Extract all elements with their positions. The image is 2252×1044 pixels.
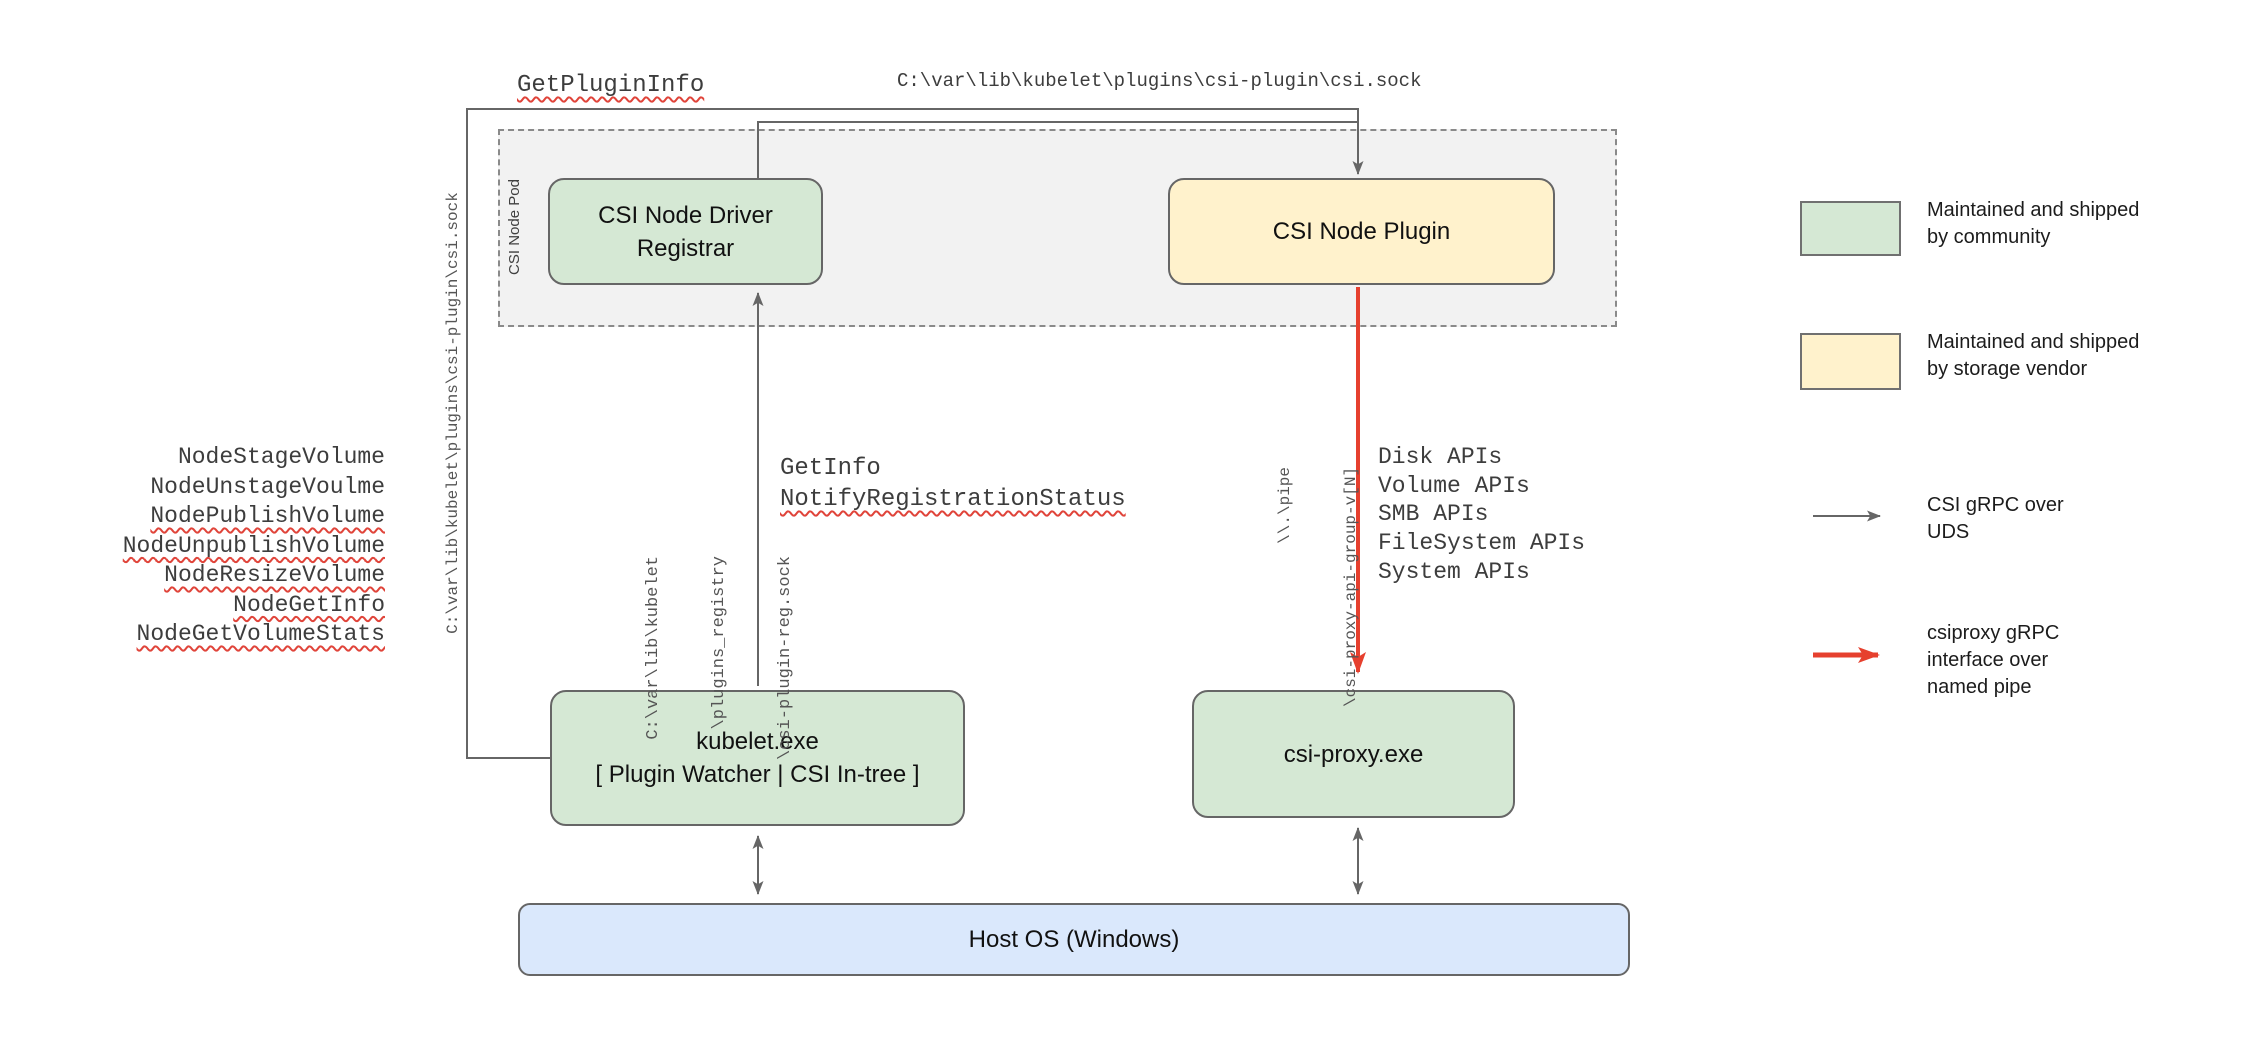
kubelet-label: kubelet.exe	[696, 728, 819, 755]
node-method-item: NodeUnpublishVolume	[122, 532, 385, 559]
kubelet-node: kubelet.exe [ Plugin Watcher | CSI In-tr…	[550, 690, 965, 826]
csi-node-driver-registrar-label: CSI Node Driver Registrar	[598, 201, 773, 262]
csi-node-pod-label: CSI Node Pod	[506, 179, 523, 275]
node-method-item: NodeResizeVolume	[164, 562, 385, 588]
node-method-item: NodeGetInfo	[233, 591, 385, 618]
api-item: Disk APIs	[1378, 444, 1503, 470]
legend-community-text: Maintained and shipped by community	[1927, 199, 2140, 248]
node-method-item: NodePublishVolume	[150, 503, 385, 529]
csi-node-driver-registrar-node: CSI Node Driver Registrar	[548, 178, 823, 285]
csi-sock-path-top-label: C:\var\lib\kubelet\plugins\csi-plugin\cs…	[897, 70, 1422, 92]
node-methods-list: NodeStageVolume NodeUnstageVoulme NodePu…	[100, 443, 385, 650]
api-item: System APIs	[1378, 558, 1530, 585]
legend-vendor-text: Maintained and shipped by storage vendor	[1927, 331, 2140, 380]
registration-calls: GetInfo NotifyRegistrationStatus	[780, 453, 1126, 515]
legend-uds-text: CSI gRPC over UDS	[1927, 494, 2064, 543]
get-plugin-info-label: GetPluginInfo	[517, 72, 705, 99]
csi-sock-path-left-label: C:\var\lib\kubelet\plugins\csi-plugin\cs…	[444, 192, 462, 634]
node-method-item: NodeUnstageVoulme	[150, 473, 385, 500]
csiproxy-api-list: Disk APIs Volume APIs SMB APIs FileSyste…	[1378, 443, 1585, 587]
notify-registration-status-label: NotifyRegistrationStatus	[780, 486, 1126, 513]
node-method-item: NodeStageVolume	[177, 444, 385, 470]
plugin-reg-sock-path-label: C:\var\lib\kubelet \plugins_registry \cs…	[644, 556, 795, 761]
api-item: FileSystem APIs	[1378, 530, 1586, 557]
csi-node-plugin-node: CSI Node Plugin	[1168, 178, 1555, 285]
node-method-item: NodeGetVolumeStats	[136, 621, 385, 647]
legend-community-swatch	[1800, 201, 1901, 256]
host-os-node: Host OS (Windows)	[518, 903, 1630, 976]
host-os-label: Host OS (Windows)	[968, 926, 1180, 953]
legend-named-pipe-text: csiproxy gRPC interface over named pipe	[1927, 622, 2060, 698]
api-item: SMB APIs	[1378, 501, 1489, 528]
legend-vendor-swatch	[1800, 333, 1901, 390]
csi-proxy-node: csi-proxy.exe	[1192, 690, 1515, 818]
csi-proxy-label: csi-proxy.exe	[1283, 740, 1424, 768]
api-item: Volume APIs	[1378, 472, 1530, 499]
csi-node-plugin-label: CSI Node Plugin	[1272, 218, 1451, 245]
kubelet-sublabel: [ Plugin Watcher | CSI In-tree ]	[595, 761, 920, 788]
get-info-label: GetInfo	[780, 455, 881, 482]
